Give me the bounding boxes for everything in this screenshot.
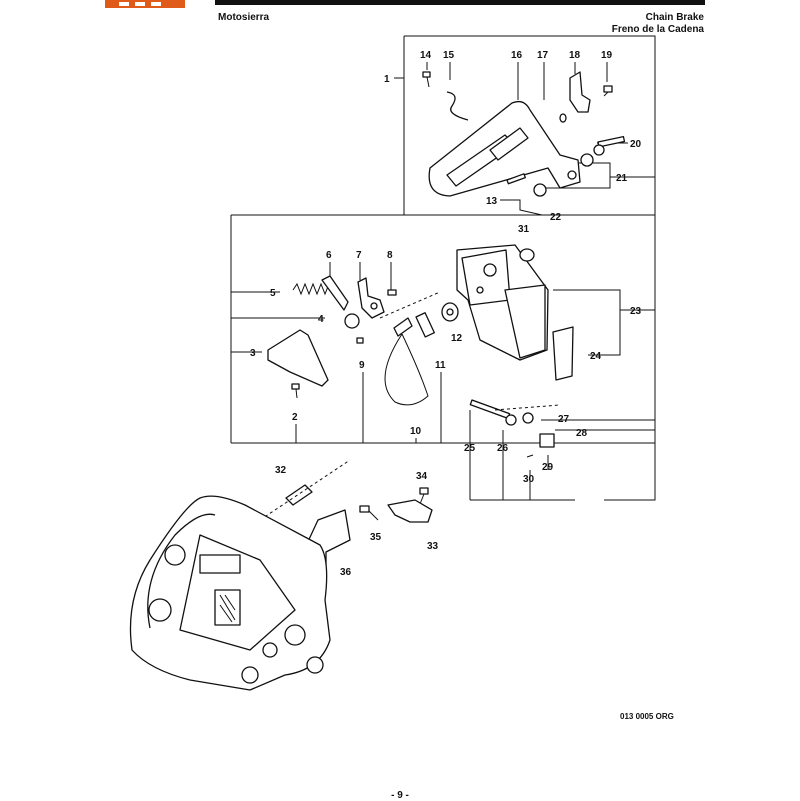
- callout-9: 9: [359, 360, 365, 371]
- screw-part-34: [419, 487, 429, 505]
- section-title-spanish: Motosierra: [218, 12, 270, 23]
- callout-21: 21: [616, 173, 628, 184]
- callout-22: 22: [550, 212, 562, 223]
- section-title-english-spanish: Chain Brake Freno de la Cadena: [612, 12, 704, 36]
- clip-part: [356, 337, 364, 344]
- callout-7: 7: [356, 250, 362, 261]
- callout-12: 12: [451, 333, 463, 344]
- bushing-part: [344, 313, 360, 329]
- bar-nut-part: [539, 433, 555, 448]
- callout-29: 29: [542, 462, 554, 473]
- reference-code: 013 0005 ORG: [620, 712, 674, 721]
- callout-1: 1: [384, 74, 390, 85]
- callout-labels: 1 2 3 4 5 6 7 8 9 10 11 12 13 14 15 16 1…: [250, 50, 642, 578]
- callout-16: 16: [511, 50, 523, 61]
- callout-25: 25: [464, 443, 476, 454]
- callout-32: 32: [275, 465, 287, 476]
- lever-plate-part: [569, 71, 591, 113]
- callout-31: 31: [518, 224, 530, 235]
- callout-4: 4: [318, 314, 324, 325]
- collar-part-22: [533, 183, 547, 197]
- callout-15: 15: [443, 50, 455, 61]
- cover-plate-part: [552, 326, 574, 381]
- section-title-english: Chain Brake: [645, 12, 704, 23]
- washer-part: [559, 113, 567, 123]
- bracket-lines: [230, 35, 656, 501]
- guard-bracket-part: [267, 329, 329, 387]
- brake-band-part: [384, 317, 429, 406]
- screw-part: [422, 71, 431, 88]
- spring-clip-part: [446, 91, 469, 121]
- pin-part: [506, 173, 526, 185]
- callout-33: 33: [427, 541, 439, 552]
- callout-20: 20: [630, 139, 642, 150]
- powerhead-part: [129, 495, 331, 691]
- callout-36: 36: [340, 567, 352, 578]
- callout-8: 8: [387, 250, 393, 261]
- header-rule: [215, 0, 705, 5]
- callout-35: 35: [370, 532, 382, 543]
- small-screw-part: [387, 289, 397, 296]
- callout-28: 28: [576, 428, 588, 439]
- brake-lever-part: [428, 100, 581, 197]
- callout-34: 34: [416, 471, 428, 482]
- nut-part-27: [522, 412, 534, 424]
- screw-part-35: [359, 505, 379, 521]
- callout-11: 11: [435, 360, 446, 371]
- section-title-spanish-2: Freno de la Cadena: [611, 24, 704, 35]
- chain-catcher-part: [387, 499, 433, 523]
- lever-part: [357, 277, 385, 319]
- callout-27: 27: [558, 414, 570, 425]
- screw-part-30: [526, 454, 534, 458]
- nut-part: [519, 248, 535, 262]
- callout-30: 30: [523, 474, 535, 485]
- stud-part: [259, 459, 351, 521]
- collar-part-21: [580, 153, 594, 167]
- screw-part-2: [291, 383, 300, 399]
- callout-19: 19: [601, 50, 613, 61]
- page-number: - 9 -: [391, 790, 409, 801]
- callout-14: 14: [420, 50, 432, 61]
- callout-5: 5: [270, 288, 276, 299]
- brand-logo: [105, 0, 185, 8]
- callout-3: 3: [250, 348, 256, 359]
- screw-part-19: [603, 85, 613, 97]
- roller-part: [441, 302, 459, 322]
- callout-13: 13: [486, 196, 498, 207]
- callout-2: 2: [292, 412, 298, 423]
- callout-23: 23: [630, 306, 642, 317]
- shoulder-bolt-part: [593, 135, 626, 156]
- callout-6: 6: [326, 250, 332, 261]
- spring-part: [292, 282, 330, 296]
- link-part: [321, 275, 349, 311]
- adjuster-part: [505, 414, 517, 426]
- callout-18: 18: [569, 50, 581, 61]
- callout-17: 17: [537, 50, 549, 61]
- sleeve-part: [415, 312, 436, 338]
- callout-26: 26: [497, 443, 509, 454]
- chain-cover-part: [456, 244, 549, 361]
- callout-24: 24: [590, 351, 602, 362]
- callout-10: 10: [410, 426, 422, 437]
